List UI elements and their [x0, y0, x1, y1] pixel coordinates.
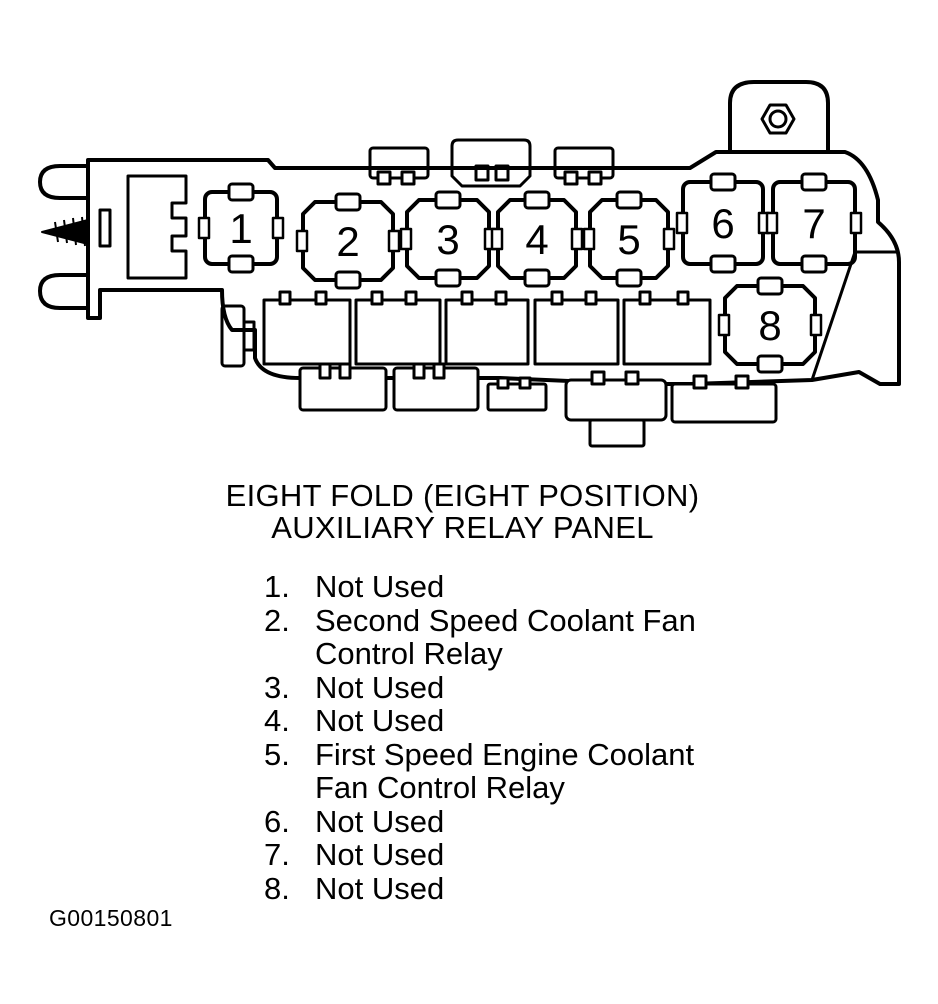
legend-item: 2.Second Speed Coolant Fan Control Relay	[264, 602, 696, 671]
relay-pin-tab	[434, 268, 462, 288]
relay-pin-tab	[227, 182, 255, 202]
relay-side-notch	[570, 227, 584, 251]
relay-pin-tab	[523, 190, 551, 210]
relay-side-notch	[849, 211, 863, 235]
legend-item: 6.Not Used	[264, 803, 445, 839]
relay-side-notch	[582, 227, 596, 251]
relay-side-notch	[197, 216, 211, 240]
relay-number-label: 5	[617, 216, 640, 263]
relay-socket-6: 6	[675, 172, 771, 274]
relay-number-label: 7	[802, 200, 825, 247]
bottom-connectors	[298, 362, 778, 448]
relay-pin-tab	[615, 268, 643, 288]
relay-pin-tab	[334, 192, 362, 212]
relay-sockets: 1 2 3 4 5 6 7 8	[197, 172, 863, 374]
diagram-title-line-2: AUXILIARY RELAY PANEL	[271, 510, 654, 545]
screw-icon	[41, 216, 89, 247]
relay-side-notch	[675, 211, 689, 235]
hex-nut-icon	[760, 103, 796, 135]
relay-side-notch	[662, 227, 676, 251]
left-connector-socket	[126, 174, 188, 280]
relay-pin-tab	[800, 254, 828, 274]
relay-number-label: 6	[711, 200, 734, 247]
legend-item: 5.First Speed Engine Coolant Fan Control…	[264, 736, 695, 805]
figure-id: G00150801	[49, 905, 173, 931]
relay-pin-tab	[615, 190, 643, 210]
relay-side-notch	[271, 216, 285, 240]
middle-connector-row	[220, 290, 712, 368]
relay-socket-8: 8	[717, 276, 823, 374]
relay-side-notch	[809, 313, 823, 337]
relay-number-label: 3	[436, 216, 459, 263]
left-mounting-tabs	[38, 164, 112, 310]
relay-number-label: 1	[229, 205, 252, 252]
relay-panel-diagram: 1 2 3 4 5 6 7 8	[38, 80, 901, 448]
relay-number-label: 4	[525, 216, 548, 263]
relay-number-label: 2	[336, 218, 359, 265]
relay-socket-3: 3	[399, 190, 497, 288]
legend-item: 3.Not Used	[264, 669, 445, 705]
relay-side-notch	[295, 229, 309, 253]
relay-number-label: 8	[758, 302, 781, 349]
relay-side-notch	[765, 211, 779, 235]
relay-socket-5: 5	[582, 190, 676, 288]
relay-pin-tab	[434, 190, 462, 210]
relay-socket-1: 1	[197, 182, 285, 274]
relay-pin-tab	[756, 354, 784, 374]
relay-side-notch	[399, 227, 413, 251]
diagram-title-line-1: EIGHT FOLD (EIGHT POSITION)	[225, 478, 700, 513]
relay-pin-tab	[709, 254, 737, 274]
relay-pin-tab	[227, 254, 255, 274]
legend-item: 1.Not Used	[264, 569, 445, 604]
relay-socket-2: 2	[295, 192, 401, 290]
legend-item: 8.Not Used	[264, 870, 445, 906]
relay-pin-tab	[800, 172, 828, 192]
relay-pin-tab	[709, 172, 737, 192]
relay-socket-4: 4	[490, 190, 584, 288]
relay-pin-tab	[756, 276, 784, 296]
legend-item: 4.Not Used	[264, 703, 445, 738]
relay-side-notch	[490, 227, 504, 251]
top-connectors	[368, 138, 615, 188]
legend-item: 7.Not Used	[264, 837, 445, 872]
relay-side-notch	[717, 313, 731, 337]
relay-side-notch	[387, 229, 401, 253]
housing-side-wall	[810, 250, 899, 381]
relay-pin-tab	[334, 270, 362, 290]
mounting-bracket	[728, 80, 830, 152]
relay-pin-tab	[523, 268, 551, 288]
relay-socket-7: 7	[765, 172, 863, 274]
relay-legend: 1.Not Used 2.Second Speed Coolant Fan Co…	[264, 570, 755, 905]
